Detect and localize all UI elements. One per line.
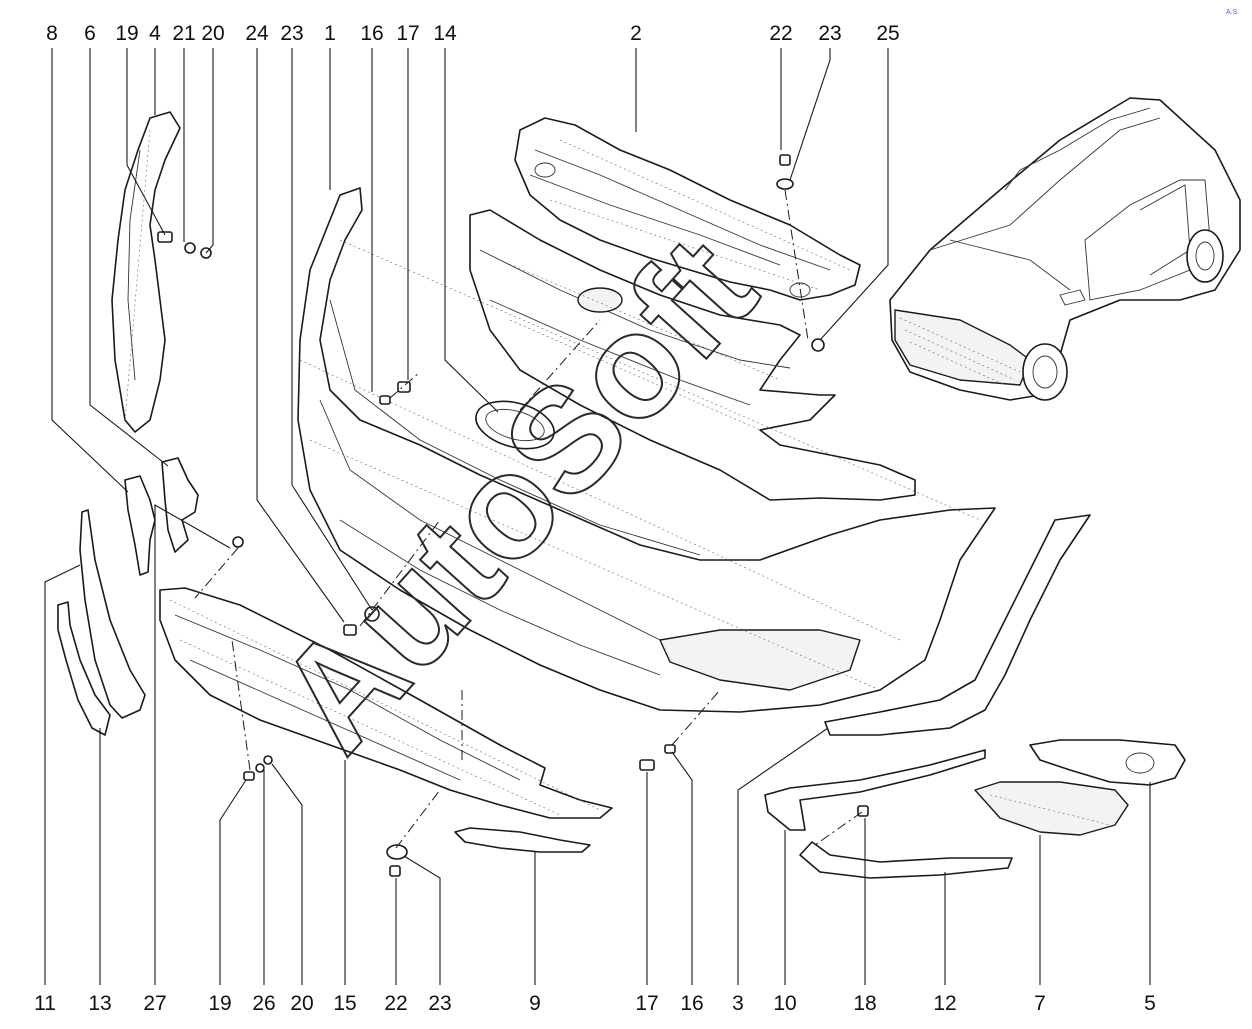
grille-panel <box>469 209 916 501</box>
part-4-left-bracket <box>111 111 181 433</box>
callout-number: 23 <box>818 22 841 45</box>
part-13-side-trim <box>57 601 111 736</box>
callout-number: 20 <box>201 22 224 45</box>
part-3-trim-strip <box>824 514 1091 736</box>
callout-number: 19 <box>115 22 138 45</box>
fasteners-top <box>776 154 794 190</box>
part-10-trim <box>764 749 986 831</box>
part-15-lower-grille <box>159 587 613 819</box>
part-6-bracket <box>161 457 199 553</box>
callout-number: 24 <box>245 22 269 45</box>
callout-number: 26 <box>252 992 275 1015</box>
part-5-fog-bezel <box>1029 739 1186 786</box>
callout-number: 2 <box>630 22 642 45</box>
callout-number: 11 <box>34 992 56 1015</box>
part-14-emblem-ring <box>475 400 555 450</box>
callout-number: 23 <box>280 22 303 45</box>
callout-number: 15 <box>333 992 356 1015</box>
callout-number: 23 <box>428 992 451 1015</box>
part-25-clip <box>811 338 825 352</box>
part-7-fog-bezel <box>974 781 1129 836</box>
callout-number: 10 <box>773 992 796 1015</box>
part-9-lower-trim <box>454 827 591 853</box>
part-12-trim <box>799 841 1013 879</box>
callout-number: 5 <box>1144 992 1156 1015</box>
callout-number: 27 <box>143 992 166 1015</box>
callout-number: 12 <box>933 992 956 1015</box>
callout-number: 16 <box>360 22 383 45</box>
callout-number: 17 <box>396 22 419 45</box>
callout-number: 18 <box>853 992 876 1015</box>
part-2-upper-panel <box>514 117 861 301</box>
callout-number: 22 <box>769 22 792 45</box>
callout-number: 21 <box>172 22 195 45</box>
part-11-side-trim <box>79 509 146 719</box>
callout-number: 20 <box>290 992 313 1015</box>
callout-number: 8 <box>46 22 58 45</box>
part-1-bumper-cover <box>297 187 996 713</box>
callout-number: 3 <box>732 992 744 1015</box>
alignment-lines <box>194 189 863 849</box>
callout-number: 19 <box>208 992 231 1015</box>
callout-number: 9 <box>529 992 541 1015</box>
callout-number: 7 <box>1034 992 1046 1015</box>
bottom-number-labels: 11 13 27 19 26 20 15 22 23 9 17 16 3 10 18 12 7 5 <box>34 992 1156 1015</box>
callout-number: 17 <box>635 992 658 1015</box>
callout-number: 16 <box>680 992 703 1015</box>
corner-mark: A.S. <box>1226 9 1239 16</box>
callout-number: 25 <box>876 22 899 45</box>
part-8-bracket <box>124 475 156 576</box>
callout-number: 14 <box>433 22 457 45</box>
callout-number: 4 <box>149 22 161 45</box>
callout-number: 13 <box>88 992 111 1015</box>
leader-lines <box>44 48 1151 985</box>
callout-number: 1 <box>324 22 336 45</box>
callout-number: 6 <box>84 22 96 45</box>
callout-number: 22 <box>384 992 407 1015</box>
car-illustration <box>889 97 1241 401</box>
